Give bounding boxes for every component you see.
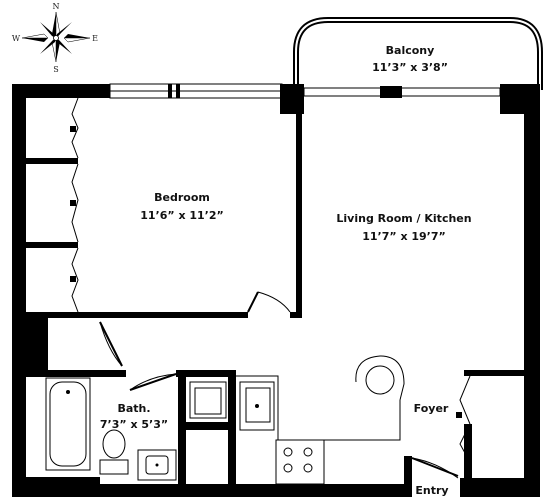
closet-doors	[70, 97, 79, 313]
walls	[12, 83, 540, 497]
toilet	[99, 429, 129, 475]
balcony	[293, 17, 543, 90]
bath-label: Bath.	[117, 402, 150, 415]
compass-east-label: E	[92, 34, 98, 43]
balcony-label: Balcony	[386, 44, 435, 57]
compass-star-icon	[21, 11, 91, 63]
bath-sink	[137, 449, 177, 481]
bedroom-label: Bedroom	[154, 191, 210, 204]
entry-label: Entry	[415, 484, 448, 497]
compass-north-label: N	[53, 2, 60, 11]
compass-south-label: S	[53, 65, 58, 74]
living-room-kitchen-label: Living Room / Kitchen	[336, 212, 471, 225]
balcony-dimensions: 11’3” x 3’8”	[372, 61, 448, 74]
foyer-closet-door	[456, 375, 471, 463]
bath-door	[129, 373, 177, 391]
foyer-label: Foyer	[414, 402, 449, 415]
bathtub	[45, 377, 91, 471]
bedroom-dimensions: 11’6” x 11’2”	[140, 209, 224, 222]
bedroom-door	[247, 291, 291, 313]
hall-closet-door	[99, 321, 123, 367]
entry-door	[411, 457, 459, 479]
compass-west-label: W	[12, 34, 21, 43]
bath-dimensions: 7’3” x 5’3”	[100, 418, 168, 431]
kitchen	[189, 355, 405, 485]
living-room-kitchen-dimensions: 11’7” x 19’7”	[362, 230, 446, 243]
compass-rose: N S E W	[12, 2, 98, 74]
stove	[275, 439, 325, 485]
